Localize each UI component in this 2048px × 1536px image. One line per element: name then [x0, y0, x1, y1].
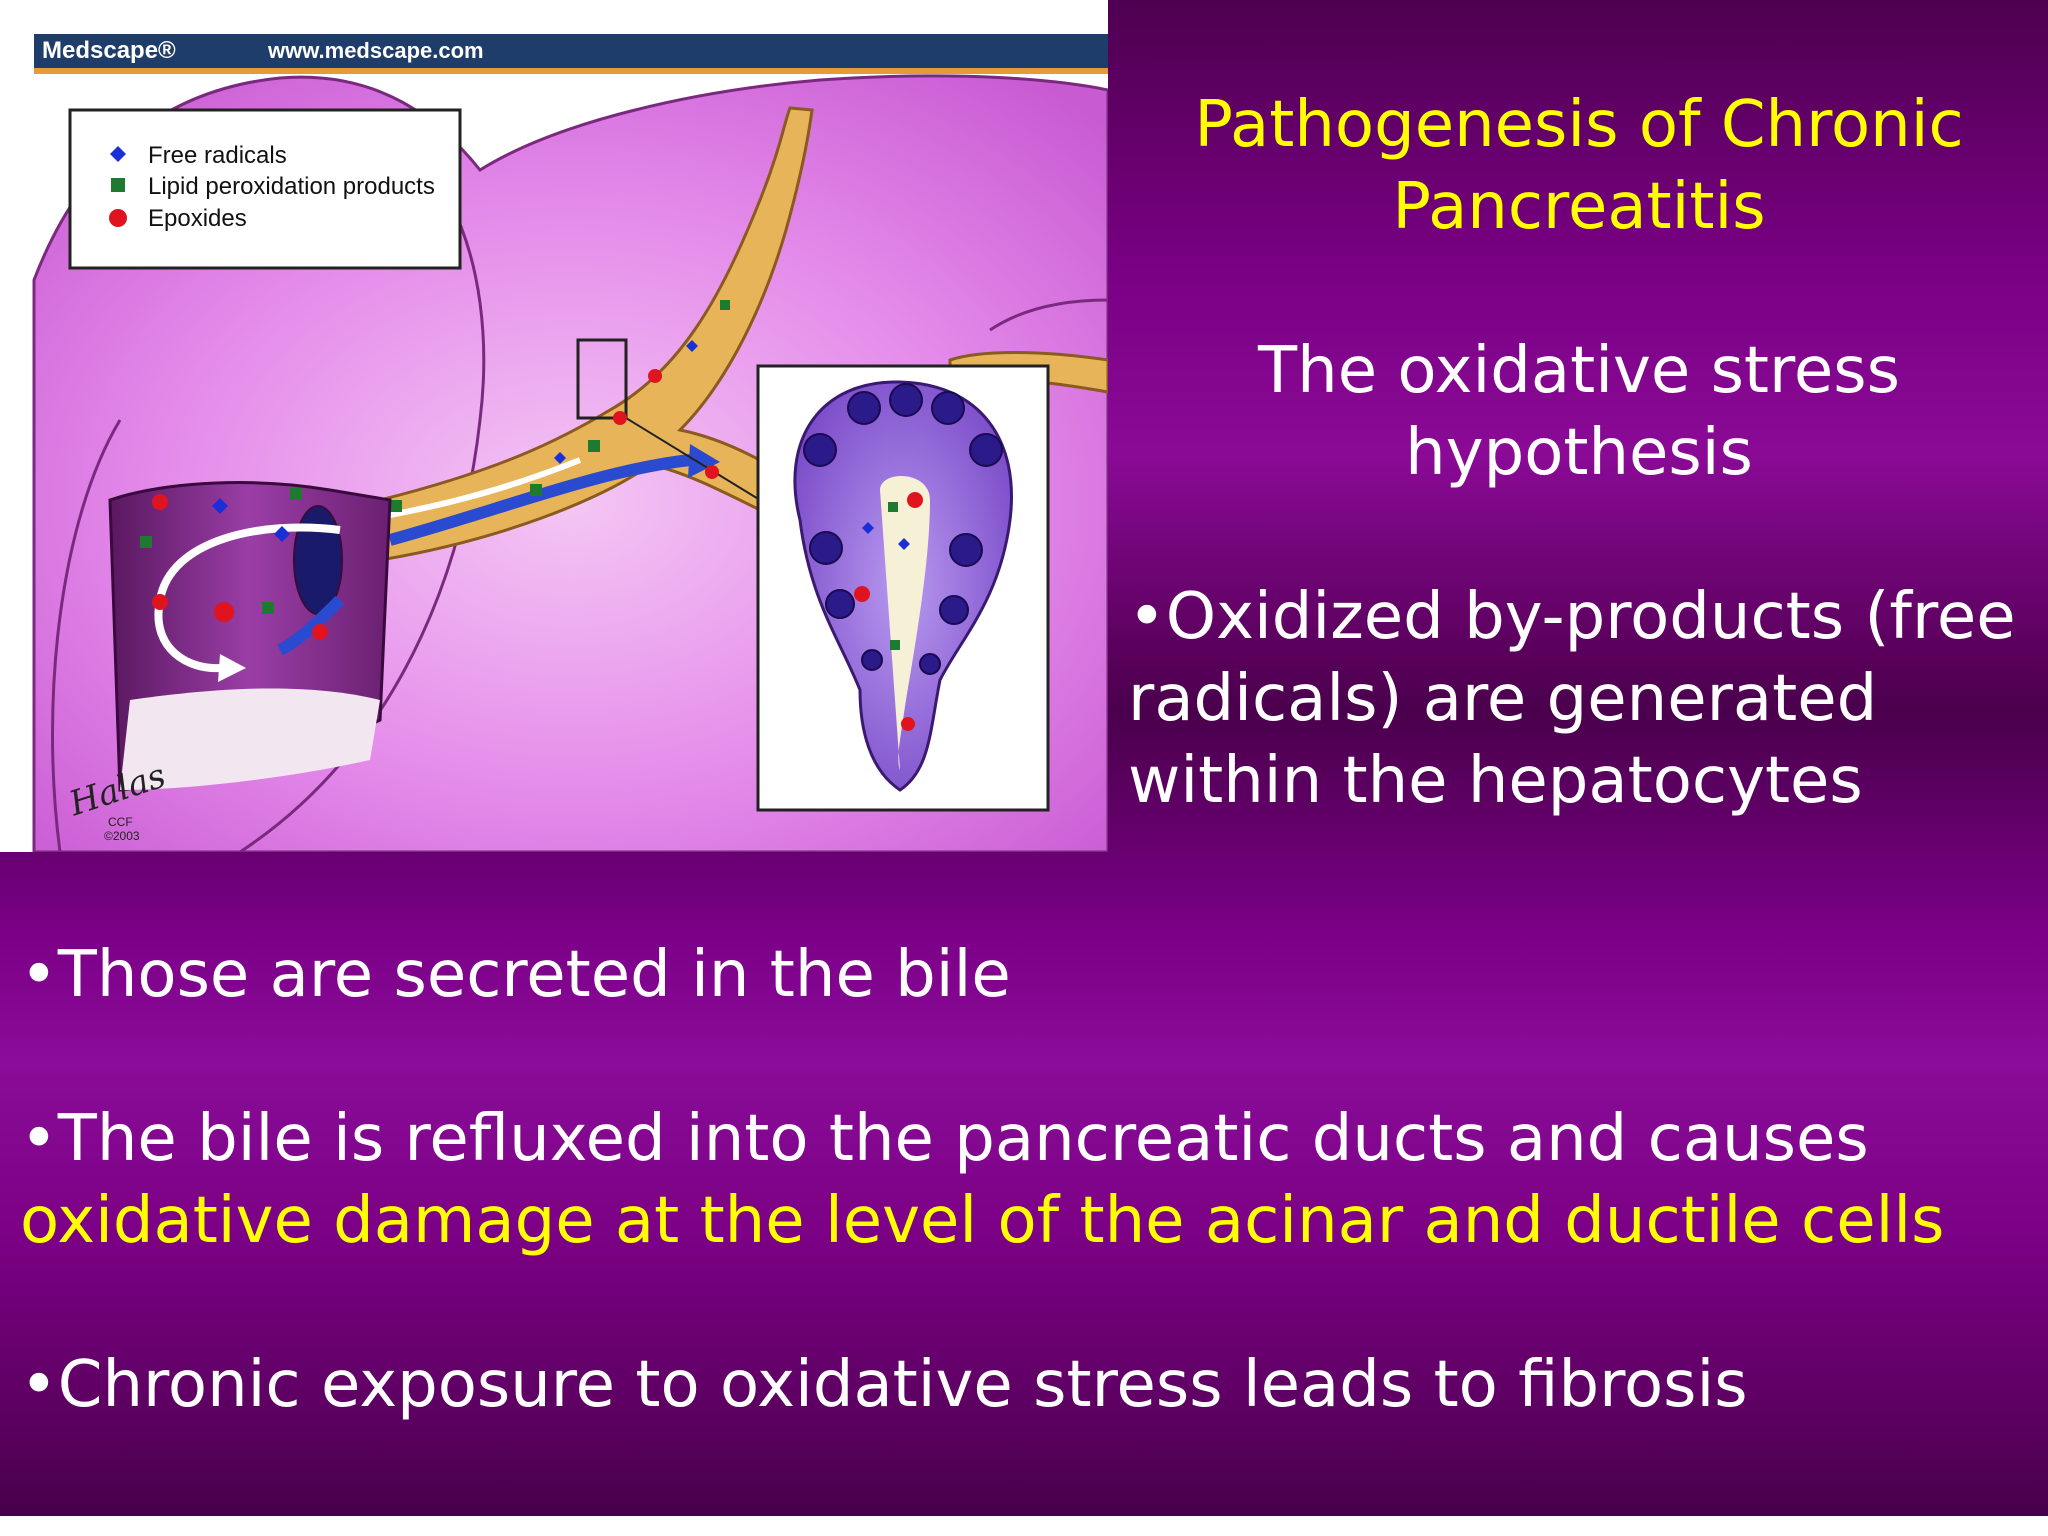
illustration-svg: Medscape® www.medscape.com [32, 34, 1108, 852]
lipid-peroxidation-marker [111, 178, 125, 192]
bullet-bile-refluxed: •The bile is refluxed into the pancreati… [20, 1098, 2030, 1262]
bullet-secreted-in-bile: •Those are secreted in the bile [20, 938, 1011, 1012]
legend-free-radicals: Free radicals [148, 142, 287, 169]
bullet-oxidative-damage-highlight: oxidative damage at the level of the aci… [20, 1184, 1945, 1258]
magnified-region-box [576, 338, 628, 420]
epoxides-marker [109, 209, 127, 227]
artist-year: ©2003 [104, 829, 140, 843]
free-radicals-marker [110, 146, 126, 162]
legend-epoxides: Epoxides [148, 205, 247, 232]
pancreas-illustration: Medscape® www.medscape.com [0, 0, 1108, 852]
bullet-bile-refluxed-text: •The bile is refluxed into the pancreati… [20, 1102, 1869, 1176]
bullet-chronic-exposure: •Chronic exposure to oxidative stress le… [20, 1348, 1748, 1422]
bullet-oxidized-byproducts: •Oxidized by-products (free radicals) ar… [1128, 580, 2016, 818]
slide-title: Pathogenesis of Chronic Pancreatitis [1194, 88, 1964, 244]
medscape-header-bar [34, 34, 1108, 68]
legend: Free radicals Lipid peroxidation product… [68, 108, 462, 270]
slide-subtitle: The oxidative stress hypothesis [1258, 334, 1900, 490]
medscape-brand: Medscape® [42, 37, 176, 64]
bottom-bullet-list: •Those are secreted in the bile •The bil… [20, 934, 2030, 1426]
artist-mark: CCF [108, 815, 133, 829]
legend-lipid-peroxidation: Lipid peroxidation products [148, 173, 435, 200]
medscape-url: www.medscape.com [267, 38, 484, 63]
